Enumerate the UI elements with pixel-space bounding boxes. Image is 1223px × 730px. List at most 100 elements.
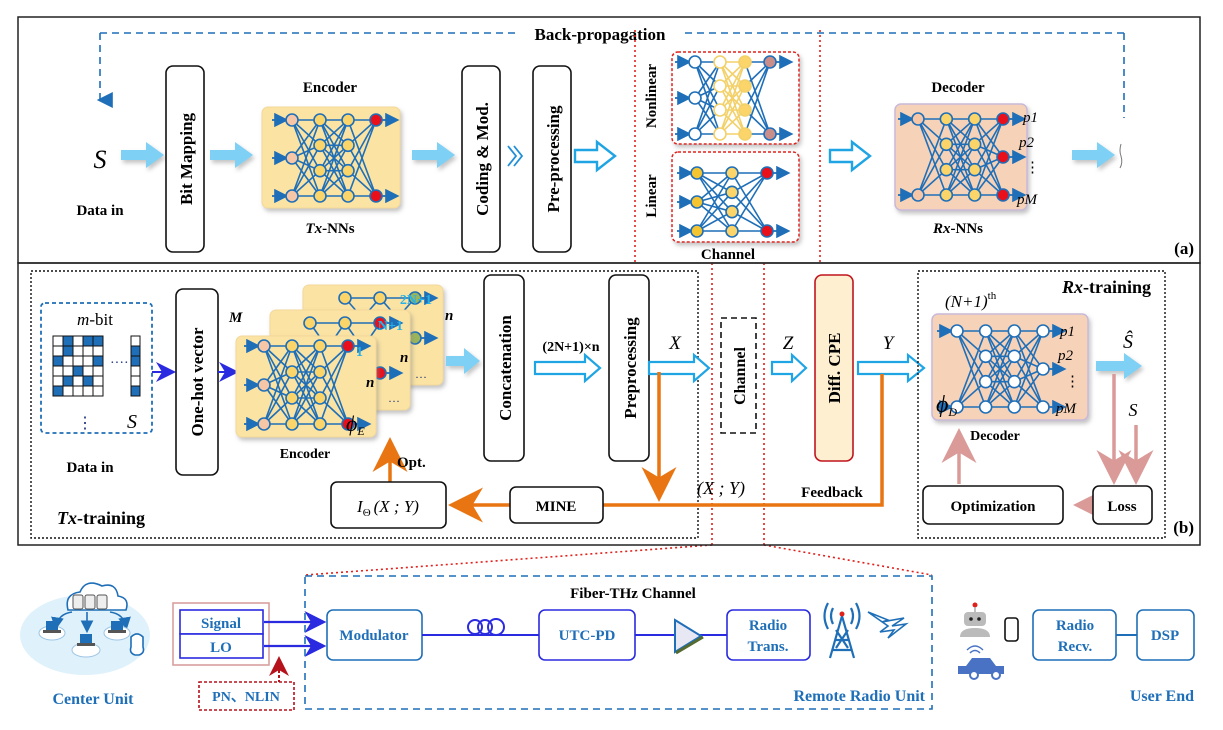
bit-cell: [92, 355, 104, 367]
nn-node: [688, 127, 702, 141]
nn-node: [285, 189, 299, 203]
center-unit-label: Center Unit: [52, 691, 134, 708]
nonlinear-label: Nonlinear: [644, 64, 660, 129]
encoder-caption-b: Encoder: [280, 447, 331, 462]
nn-node: [690, 195, 704, 209]
bit-cell: [52, 355, 64, 367]
bit-cell: [52, 335, 64, 347]
nn-node: [996, 112, 1010, 126]
nn-node: [1036, 362, 1050, 376]
arrow-decoder-output: [1072, 142, 1115, 168]
nn-node: [341, 189, 355, 203]
hollow-arrow-icon: [856, 352, 926, 384]
bit-cell: [82, 385, 94, 397]
nn-node: [285, 391, 299, 405]
nn-node: [760, 224, 774, 238]
nn-node: [738, 127, 752, 141]
mine-block: [509, 486, 604, 524]
bit-cell: [92, 375, 104, 387]
nn-node: [713, 79, 727, 93]
nn-node: [341, 339, 355, 353]
encoder-stack: 2N+1 n ··· N+1 n ··· 1 n ϕE: [235, 284, 453, 438]
ellipsis-vertical: ⋮: [77, 415, 93, 432]
nn-node: [967, 188, 982, 202]
modulator-label: Modulator: [339, 628, 409, 644]
coding-mod-block: [461, 65, 501, 253]
rx-training-label: Rx-training: [1061, 277, 1151, 297]
tx-training-label: Tx-training: [57, 508, 145, 528]
opt-label: Opt.: [397, 455, 426, 471]
nn-node: [725, 185, 739, 200]
nn-node: [688, 55, 702, 69]
connected-car-icon: [958, 645, 1004, 680]
lo-label: LO: [210, 640, 232, 656]
nn-node: [303, 316, 317, 330]
nn-node: [313, 163, 327, 178]
nn-node: [978, 374, 993, 389]
n-label: n: [400, 350, 408, 366]
nn-node: [313, 391, 327, 405]
dsp-block: [1136, 609, 1195, 661]
encoder-title: Encoder: [303, 80, 358, 96]
nn-node: [760, 166, 774, 180]
linear-label: Linear: [644, 174, 660, 218]
feedback-label: Feedback: [801, 485, 863, 501]
preprocessing-label-a: Pre-processing: [544, 105, 563, 213]
nn-node: [408, 331, 422, 345]
mutual-info-estimate-block: [330, 481, 447, 529]
nn-node: [257, 378, 271, 392]
bit-cell: [62, 375, 74, 387]
optimization-label: Optimization: [951, 499, 1037, 515]
backprop-label: Back-propagation: [535, 25, 667, 44]
radio-recv-label-1: Radio: [1056, 618, 1094, 634]
bit-cell: [92, 365, 104, 377]
ellipsis-horizontal: ····: [110, 356, 129, 371]
bit-cell: [130, 335, 141, 347]
bit-cell: [82, 365, 94, 377]
bit-cell: [92, 345, 104, 357]
bit-cell: [72, 335, 84, 347]
one-hot-vector-block: [175, 288, 219, 476]
feedback-loop: [372, 372, 884, 523]
decoder-index-label: (N+1)th: [945, 290, 997, 311]
phi-d-label: ϕD: [936, 392, 957, 419]
nn-node: [341, 417, 355, 431]
nn-node: [713, 103, 727, 117]
tx-nns-caption: Tx-NNs: [305, 221, 354, 237]
concatenation-block: [483, 274, 525, 462]
x-label: X: [668, 333, 682, 354]
decoder-caption-b: Decoder: [970, 429, 1020, 444]
panel-b-label: (b): [1173, 518, 1194, 537]
nn-node: [338, 316, 352, 330]
bit-matrix: [52, 335, 141, 397]
bit-cell: [52, 365, 64, 377]
loss-label: Loss: [1107, 499, 1136, 515]
nn-node: [688, 91, 702, 105]
nn-node: [725, 204, 739, 219]
nn-node: [257, 417, 271, 431]
decoder-title: Decoder: [931, 80, 985, 96]
impairments-label: PN、NLIN: [212, 690, 280, 705]
nn-node: [978, 349, 993, 364]
data-in-label-b: Data in: [66, 460, 114, 476]
nn-node: [369, 113, 383, 127]
nn-node: [939, 112, 954, 126]
bit-cell: [130, 355, 141, 367]
nn-node: [911, 188, 925, 202]
svg-text:⋮: ⋮: [1065, 374, 1080, 390]
bit-cell: [92, 335, 104, 347]
svg-text:···: ···: [388, 394, 400, 408]
M-label: M: [228, 310, 243, 326]
radio-trans-label-2: Trans.: [748, 639, 789, 655]
nn-node: [996, 150, 1010, 164]
bit-cell: [72, 365, 84, 377]
nn-node: [978, 400, 993, 414]
nn-node: [257, 339, 271, 353]
nn-node: [1036, 324, 1050, 338]
nonlinear-channel-model: [671, 51, 800, 145]
svg-text:p1: p1: [1059, 324, 1075, 340]
loss-block: [1092, 485, 1153, 525]
arrow-decoder-to-shat: [1096, 353, 1142, 379]
nn-node: [373, 291, 387, 305]
wireless-signal-icon: [867, 611, 909, 639]
